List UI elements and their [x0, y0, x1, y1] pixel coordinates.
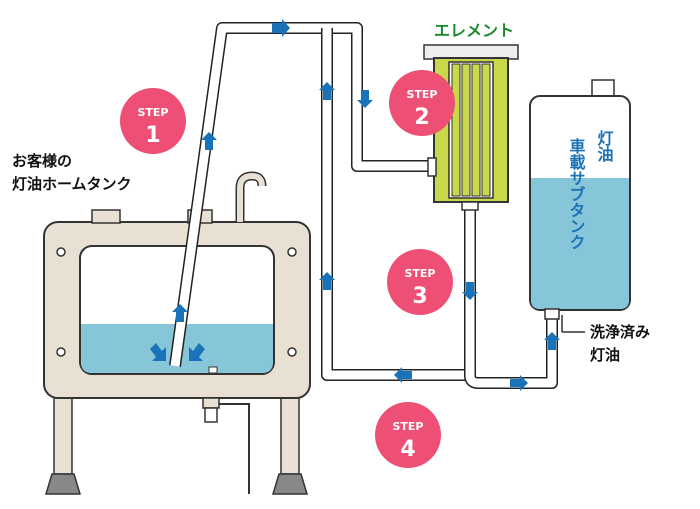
washed-oil-label: 洗浄済み 灯油: [561, 315, 650, 364]
vehicle-sub-tank: 灯油 車載サブタンク: [529, 79, 631, 320]
svg-text:3: 3: [412, 284, 427, 309]
flow-arrow-up: [544, 332, 560, 350]
home-tank-label: お客様の 灯油ホームタンク: [12, 152, 132, 193]
tank-bolt: [287, 247, 297, 257]
flow-arrow-diagonal: [150, 343, 166, 361]
tank-drain-line: [219, 403, 250, 494]
svg-text:1: 1: [145, 123, 160, 148]
step-badge-2: STEP 2: [389, 70, 455, 136]
flow-arrow-right: [510, 375, 528, 391]
flow-arrows: [150, 19, 560, 391]
element-inlet: [427, 157, 437, 177]
element-bottom-fitting: [461, 201, 479, 211]
svg-text:2: 2: [414, 105, 429, 130]
svg-text:STEP: STEP: [406, 88, 437, 101]
svg-text:STEP: STEP: [404, 267, 435, 280]
tank-outlet: [202, 397, 220, 409]
sub-tank-label-kerosene: 灯油: [595, 130, 614, 163]
tank-top-cap-left: [91, 209, 121, 224]
flow-arrow-right: [272, 19, 290, 37]
flow-arrow-down: [357, 90, 373, 108]
flow-arrow-up: [319, 272, 335, 290]
tank-bolt: [56, 247, 66, 257]
step-badge-3: STEP 3: [387, 249, 453, 315]
svg-text:STEP: STEP: [392, 420, 423, 433]
flow-arrow-up: [172, 304, 188, 322]
tank-valve: [204, 407, 218, 423]
tank-foot-right: [271, 473, 309, 495]
svg-text:灯油: 灯油: [590, 346, 620, 364]
sub-tank-label-name: 車載サブタンク: [567, 137, 586, 250]
step-badge-1: STEP 1: [120, 88, 186, 154]
tank-bolt: [287, 347, 297, 357]
tank-foot-left: [44, 473, 82, 495]
step-badge-4: STEP 4: [375, 402, 441, 468]
svg-text:4: 4: [400, 437, 415, 462]
flow-arrow-down: [462, 282, 478, 300]
svg-text:洗浄済み: 洗浄済み: [590, 323, 650, 341]
flow-arrow-up: [201, 132, 217, 150]
flow-arrow-left: [394, 367, 412, 383]
sub-tank-kerosene: [531, 178, 629, 309]
tank-bolt: [56, 347, 66, 357]
tank-sensor: [208, 366, 218, 374]
flow-arrow-up: [319, 82, 335, 100]
svg-text:STEP: STEP: [137, 106, 168, 119]
element-label: エレメント: [434, 21, 514, 40]
sub-tank-outlet: [544, 308, 560, 320]
flow-arrow-diagonal: [189, 343, 205, 361]
svg-text:灯油ホームタンク: 灯油ホームタンク: [12, 175, 132, 193]
svg-text:お客様の: お客様の: [12, 152, 72, 170]
element-top-cap: [423, 44, 519, 60]
